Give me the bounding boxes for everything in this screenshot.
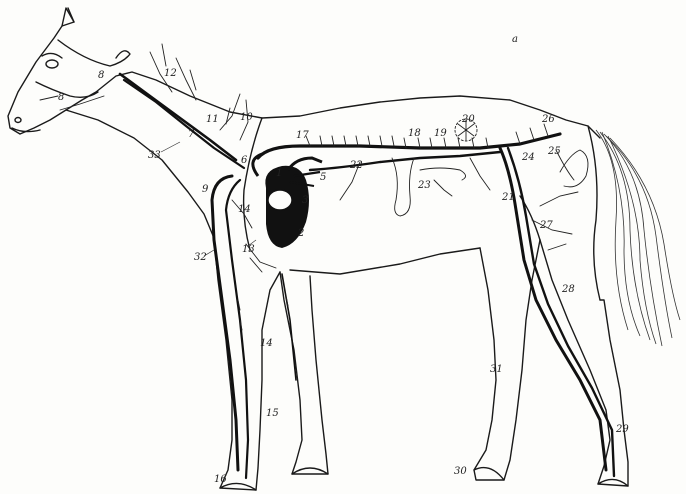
label-7: 7 <box>188 129 195 140</box>
label-12: 12 <box>164 68 177 79</box>
label-33: 33 <box>148 150 161 161</box>
tail <box>596 130 680 346</box>
label-19: 19 <box>434 128 447 139</box>
heart <box>253 154 322 248</box>
reference-labels: 1 2 3 5 6 7 8 8 9 10 11 12 13 14 14 15 1… <box>58 34 629 485</box>
label-30: 30 <box>454 466 467 477</box>
minor-vessels <box>40 44 588 330</box>
label-18: 18 <box>408 128 421 139</box>
label-26: 26 <box>541 114 555 125</box>
label-24: 24 <box>521 152 535 163</box>
label-23: 23 <box>417 180 431 191</box>
label-1: 1 <box>276 168 282 179</box>
label-28: 28 <box>561 284 575 295</box>
label-14b: 14 <box>260 338 273 349</box>
label-16: 16 <box>214 474 227 485</box>
label-27: 27 <box>539 220 553 231</box>
label-6: 6 <box>241 155 248 166</box>
label-2: 2 <box>297 228 304 239</box>
label-8: 8 <box>98 70 104 81</box>
label-25: 25 <box>547 146 561 157</box>
label-3: 3 <box>302 195 308 206</box>
label-32: 32 <box>194 252 207 263</box>
label-22: 22 <box>349 160 363 171</box>
label-31: 31 <box>490 364 503 375</box>
label-10: 10 <box>240 112 253 123</box>
label-11: 11 <box>206 114 219 125</box>
label-21: 21 <box>501 192 515 203</box>
label-15: 15 <box>266 408 279 419</box>
label-20: 20 <box>461 114 475 125</box>
label-14: 14 <box>238 204 251 215</box>
label-17: 17 <box>296 130 309 141</box>
label-9: 9 <box>202 184 209 195</box>
label-5: 5 <box>320 172 326 183</box>
label-8b: 8 <box>58 92 64 103</box>
corner-mark: a <box>512 34 518 45</box>
label-29: 29 <box>615 424 629 435</box>
